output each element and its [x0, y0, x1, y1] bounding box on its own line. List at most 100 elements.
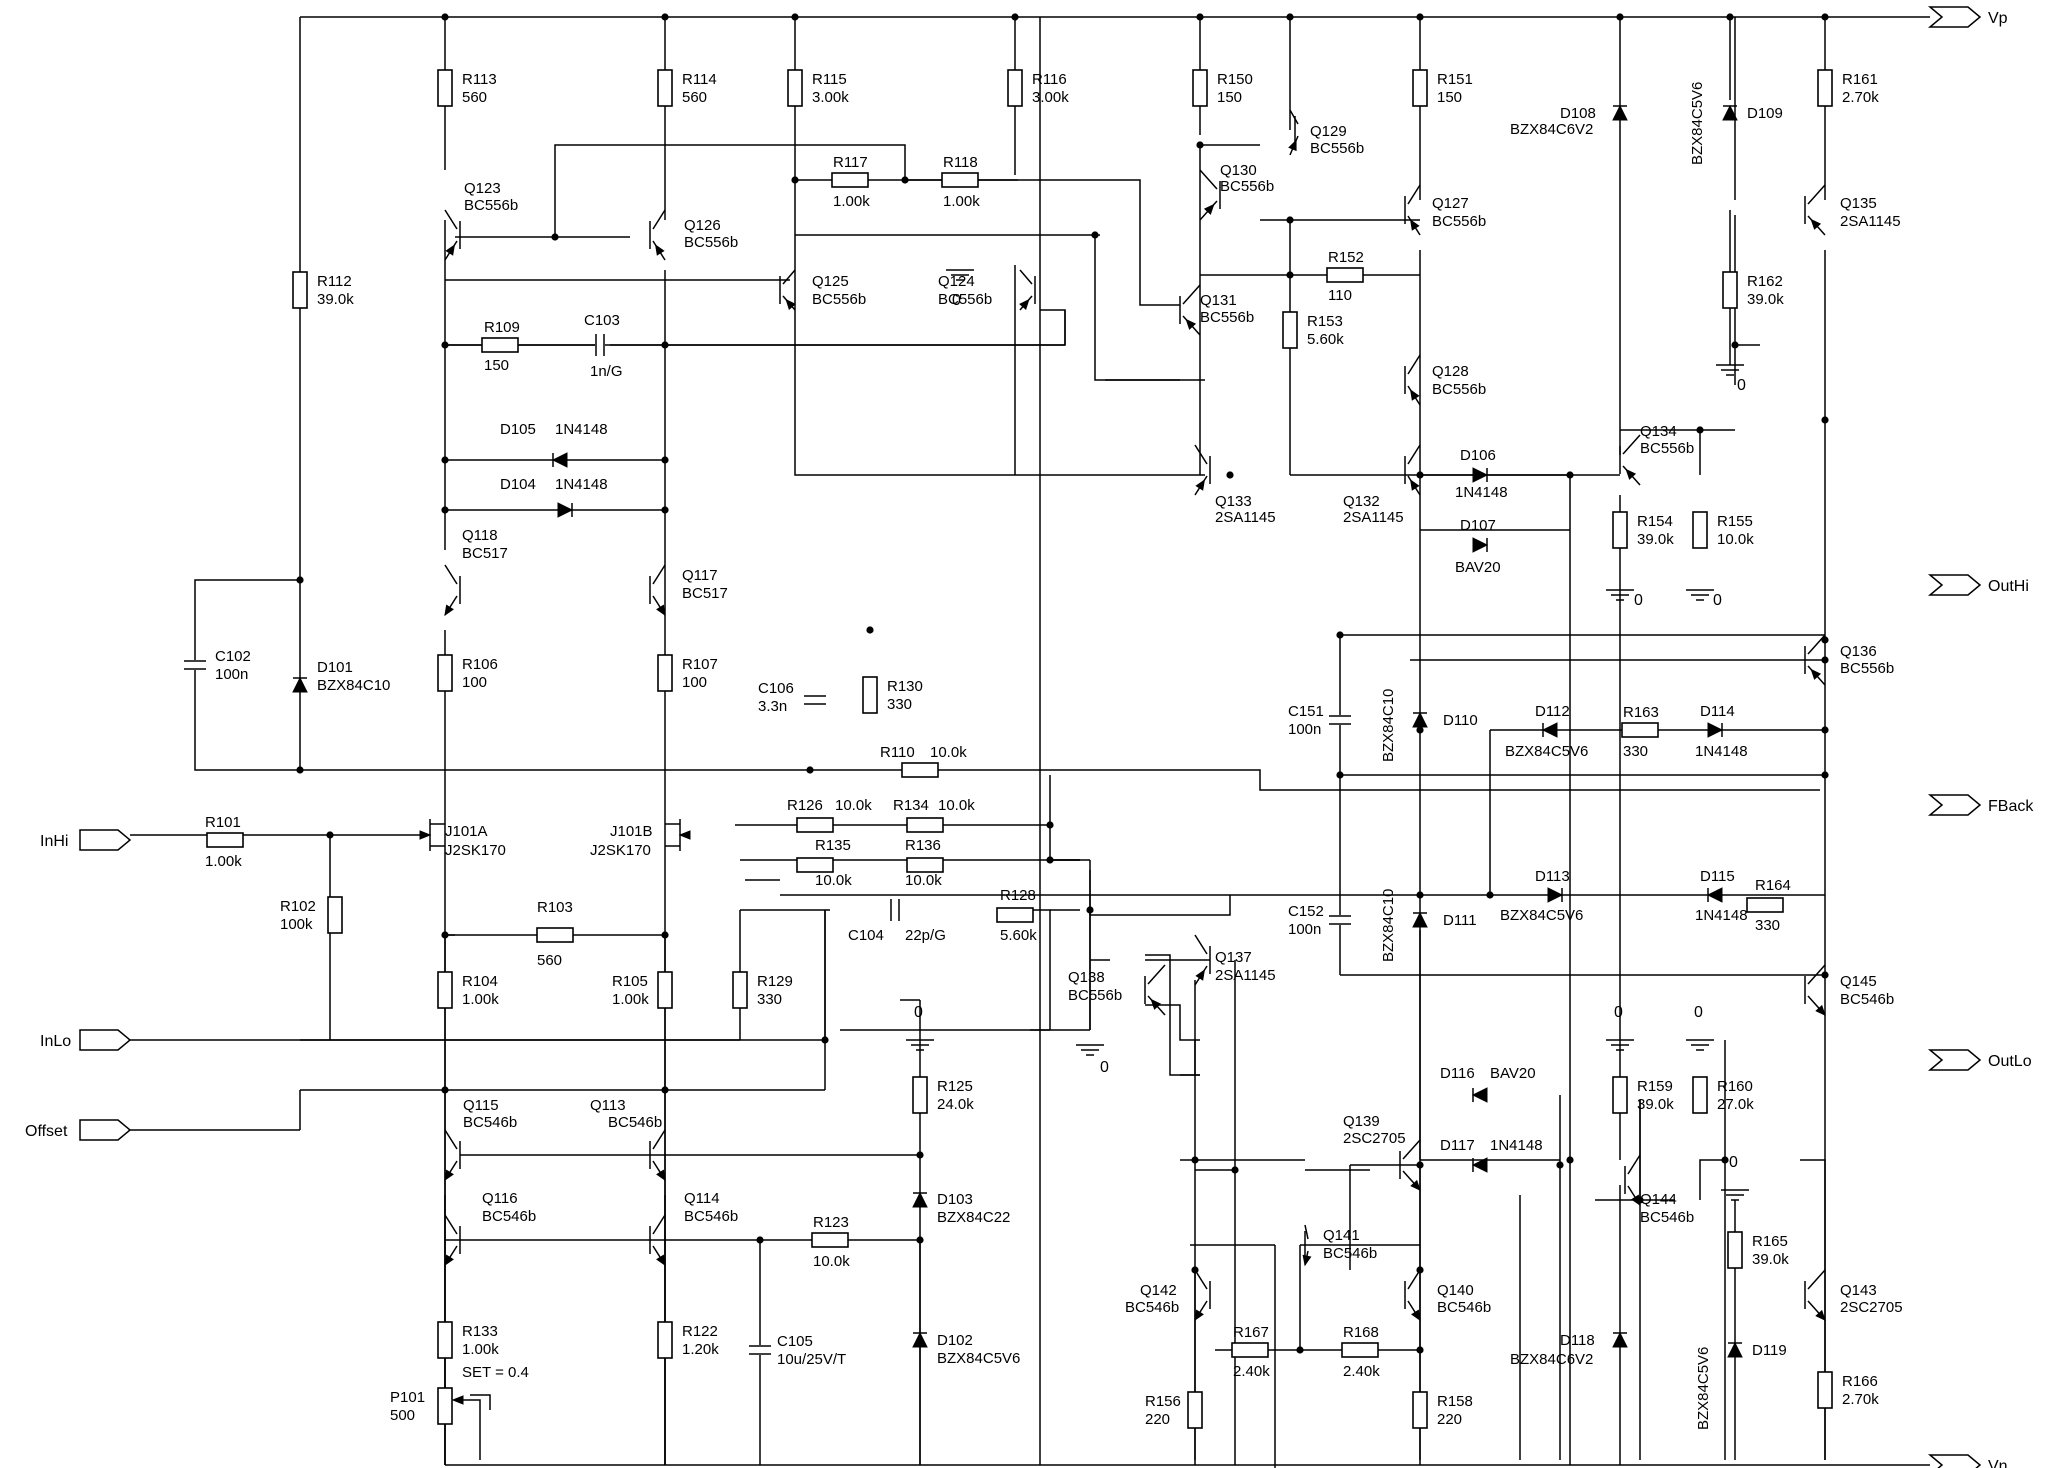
transistor-value: BC556b [464, 197, 518, 214]
trimmer-value: 500 [390, 1407, 415, 1424]
junction-dot [1731, 341, 1739, 349]
transistor-q133 [1194, 444, 1211, 496]
transistor-value: BC546b [684, 1208, 738, 1225]
transistor-value: BC546b [1437, 1299, 1491, 1316]
wire [1699, 1159, 1725, 1200]
transistor-ref: J101A [445, 823, 488, 840]
junction-dot [1821, 636, 1829, 644]
resistor-value: 10.0k [905, 872, 942, 889]
transistor-q113 [649, 1129, 666, 1182]
capacitor-ref: C105 [777, 1333, 813, 1350]
junction-dot [901, 176, 909, 184]
junction-dot [1416, 13, 1424, 21]
junction-dot [296, 766, 304, 774]
junction-dot [1416, 1346, 1424, 1354]
resistor-ref: R102 [280, 898, 316, 915]
junction-dot [1486, 891, 1494, 899]
junction-dot [1416, 726, 1424, 734]
junction-dot [916, 1151, 924, 1159]
diode-ref: D108 [1560, 105, 1596, 122]
diode-ref: D118 [1560, 1332, 1595, 1349]
transistor-value: 2SA1145 [1215, 509, 1276, 526]
transistor-q117 [649, 564, 666, 617]
diode-d101 [292, 676, 308, 693]
diode-ref: D110 [1443, 712, 1478, 729]
resistor-ref: R114 [682, 71, 717, 88]
capacitor-ref: C106 [758, 680, 794, 697]
capacitor-c102 [184, 660, 206, 670]
diode-d116 [1471, 1087, 1488, 1103]
resistor-value: 110 [1328, 287, 1352, 304]
resistor-value: 5.60k [1307, 331, 1344, 348]
resistor-value: 150 [1217, 89, 1242, 106]
junction-dot [1091, 231, 1099, 239]
resistor-value: 330 [887, 696, 912, 713]
transistor-ref: Q113 [590, 1097, 626, 1114]
transistor-value: BC556b [1840, 660, 1894, 677]
transistor-ref: Q138 [1068, 969, 1105, 986]
resistor-r151 [1412, 69, 1428, 107]
diode-d103 [912, 1191, 928, 1208]
junction-dot [1616, 13, 1624, 21]
diode-value: BAV20 [1490, 1065, 1536, 1082]
wire [1089, 870, 1231, 916]
resistor-value: 27.0k [1717, 1096, 1754, 1113]
resistor-ref: R107 [682, 656, 718, 673]
wire [1145, 1004, 1200, 1041]
junction-dot [821, 1036, 829, 1044]
diode-ref: D104 [500, 476, 536, 493]
wire [794, 340, 1205, 476]
transistor-value: BC546b [1840, 991, 1894, 1008]
resistor-ref: R133 [462, 1323, 498, 1340]
diode-ref: D115 [1700, 868, 1735, 885]
junction-dot [1821, 971, 1829, 979]
resistor-value: 560 [682, 89, 707, 106]
transistor-ref: Q144 [1640, 1191, 1677, 1208]
resistor-value: 330 [757, 991, 782, 1008]
junction-dot [916, 1236, 924, 1244]
resistor-value: 1.00k [462, 1341, 499, 1358]
junction-dot [1821, 726, 1829, 734]
junction-dot [1416, 471, 1424, 479]
junction-dot [1191, 1156, 1199, 1164]
diode-d108 [1612, 104, 1628, 121]
junction-dot [441, 1086, 449, 1094]
resistor-ref: R152 [1328, 249, 1364, 266]
ground-symbol [1721, 1189, 1749, 1201]
junction-dot [1721, 1156, 1729, 1164]
junction-dot [661, 506, 669, 514]
resistor-r126 [796, 817, 834, 833]
diode-d107 [1472, 537, 1489, 553]
junction-dot [551, 233, 559, 241]
transistor-q136 [1804, 634, 1826, 686]
resistor-value: 3.00k [1032, 89, 1069, 106]
diode-value: 1N4148 [555, 421, 608, 438]
transistor-ref: Q136 [1840, 643, 1877, 660]
transistor-ref: Q118 [462, 527, 498, 544]
transistor-ref: Q145 [1840, 973, 1877, 990]
transistor-ref: Q124 [938, 273, 975, 290]
resistor-ref: R118 [943, 154, 978, 171]
resistor-r112 [292, 271, 308, 309]
resistor-r106 [437, 654, 453, 692]
port-label: Vn [1988, 1458, 2008, 1468]
resistor-value: 2.40k [1343, 1363, 1380, 1380]
diode-ref: D109 [1747, 105, 1783, 122]
diode-ref: D103 [937, 1191, 973, 1208]
wire [194, 579, 1820, 791]
transistor-ref: Q141 [1323, 1227, 1360, 1244]
capacitor-c152 [1329, 915, 1351, 925]
transistor-value: BC556b [938, 291, 992, 308]
resistor-r117 [831, 172, 869, 188]
trimmer-p101[interactable] [437, 1387, 481, 1460]
capacitor-value: 10u/25V/T [777, 1351, 846, 1368]
resistor-value: 10.0k [938, 797, 975, 814]
resistor-ref: R116 [1032, 71, 1067, 88]
junction-dot [1726, 13, 1734, 21]
transistor-value: 2SA1145 [1343, 509, 1404, 526]
junction-dot [1416, 891, 1424, 899]
resistor-r133 [437, 1321, 453, 1359]
junction-dot [661, 456, 669, 464]
junction-dot [1566, 471, 1574, 479]
transistor-ref: Q140 [1437, 1282, 1474, 1299]
